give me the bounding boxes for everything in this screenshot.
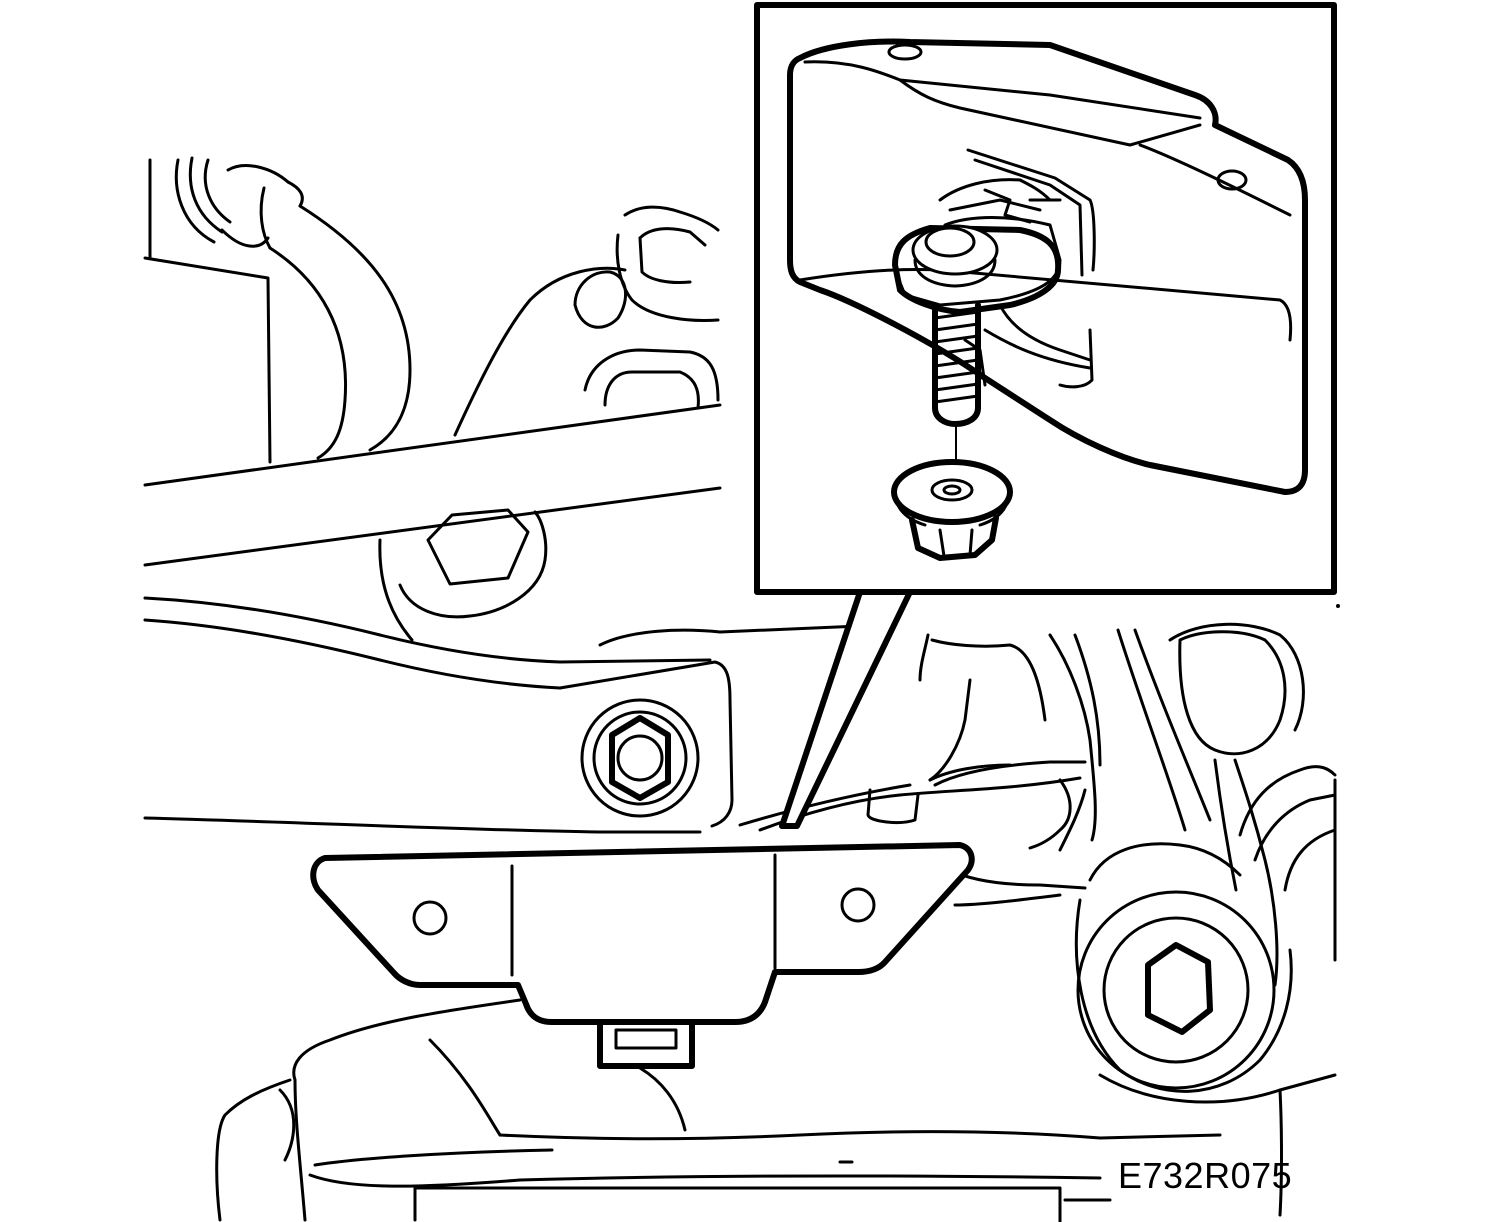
upper-mount-boss bbox=[453, 205, 720, 437]
detail-frame bbox=[754, 2, 1337, 595]
figure-code-label: E732R075 bbox=[1118, 1155, 1293, 1196]
bracket-hole-left bbox=[412, 900, 448, 936]
detail-bracket-plate bbox=[787, 38, 1308, 495]
bracket-hole-right bbox=[840, 887, 876, 923]
detail-inset bbox=[754, 2, 1337, 829]
right-subframe bbox=[918, 622, 1337, 1217]
mounting-bracket bbox=[310, 842, 975, 1069]
left-hex-boss bbox=[378, 508, 548, 642]
upper-crossbar bbox=[143, 403, 722, 567]
lower-housing bbox=[215, 998, 1222, 1222]
lower-arm bbox=[143, 596, 862, 834]
detail-flange-nut bbox=[891, 459, 1013, 561]
coolant-hose bbox=[143, 156, 412, 464]
